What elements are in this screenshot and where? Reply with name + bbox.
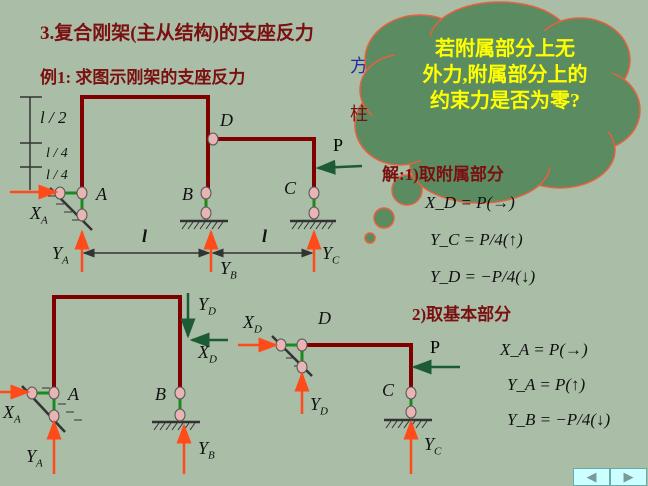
- hidden-text-a: 方: [350, 56, 368, 76]
- label-p: P: [430, 337, 441, 357]
- label-ya: Y: [26, 446, 37, 466]
- label-xa: X: [30, 203, 41, 223]
- slide-title: 3.复合刚架(主从结构)的支座反力: [40, 23, 314, 44]
- result-yd: Y_D = −P/4(↓): [430, 267, 536, 286]
- label-sub: C: [332, 254, 340, 267]
- cloud-line: 若附属部分上无: [435, 38, 575, 60]
- next-slide-button[interactable]: ▶: [610, 468, 647, 486]
- label-sub: A: [36, 457, 43, 470]
- label-yc: Y: [424, 434, 435, 454]
- cloud-question: 若附属部分上无 外力,附属部分上的 约束力是否为零?: [380, 36, 630, 114]
- cloud-line: 外力,附属部分上的: [422, 64, 588, 86]
- label-d: D: [220, 110, 233, 130]
- label-yb: Y: [198, 438, 209, 458]
- label-b: B: [155, 384, 166, 404]
- label-a: A: [68, 384, 79, 404]
- result-ya: Y_A = P(↑): [507, 375, 586, 394]
- result-xd: X_D = P(→): [425, 193, 515, 212]
- label-sub: D: [320, 405, 328, 418]
- span-label: l: [262, 226, 268, 246]
- label-sub: D: [208, 305, 216, 318]
- label-sub: D: [254, 323, 262, 336]
- label-sub: A: [41, 214, 48, 227]
- label-p: P: [333, 135, 344, 155]
- dim-label: l / 4: [46, 146, 68, 161]
- thought-cloud: [354, 1, 641, 244]
- label-sub: A: [62, 254, 69, 267]
- result-yc: Y_C = P/4(↑): [430, 230, 523, 249]
- example-heading: 例1: 求图示刚架的支座反力: [40, 68, 246, 87]
- label-xd: X: [243, 312, 254, 332]
- label-sub: B: [230, 269, 237, 282]
- hatches: [42, 195, 428, 431]
- label-sub: D: [209, 353, 217, 366]
- top-frame: [80, 95, 316, 190]
- top-reactions: [10, 184, 322, 272]
- dim-label: l / 4: [46, 168, 68, 183]
- top-dims: [20, 96, 314, 258]
- label-b: B: [182, 184, 193, 204]
- label-sub: A: [14, 413, 21, 426]
- label-yd: Y: [198, 294, 209, 314]
- span-label: l: [142, 226, 148, 246]
- label-yc: Y: [322, 243, 333, 263]
- result-xa: X_A = P(→): [500, 340, 588, 359]
- label-c: C: [382, 380, 395, 400]
- label-c: C: [284, 178, 297, 198]
- label-yd: Y: [310, 394, 321, 414]
- label-d: D: [318, 308, 331, 328]
- label-sub: B: [208, 449, 215, 462]
- label-ya: Y: [52, 243, 63, 263]
- cloud-line: 约束力是否为零?: [430, 90, 580, 112]
- dim-label: l / 2: [40, 108, 67, 127]
- load-p-top: [315, 159, 363, 175]
- step2-heading: 2)取基本部分: [412, 305, 512, 324]
- hidden-text-b: 柱: [350, 104, 368, 124]
- step1-heading: 解:1)取附属部分: [382, 165, 504, 184]
- prev-slide-button[interactable]: ◀: [573, 468, 610, 486]
- result-yb: Y_B = −P/4(↓): [507, 410, 611, 429]
- label-a: A: [96, 184, 107, 204]
- hinges: [54, 132, 320, 222]
- bottom-frames: [52, 295, 413, 390]
- label-yb: Y: [220, 258, 231, 278]
- label-xd: X: [198, 342, 209, 362]
- label-sub: C: [434, 445, 442, 458]
- label-xa: X: [3, 402, 14, 422]
